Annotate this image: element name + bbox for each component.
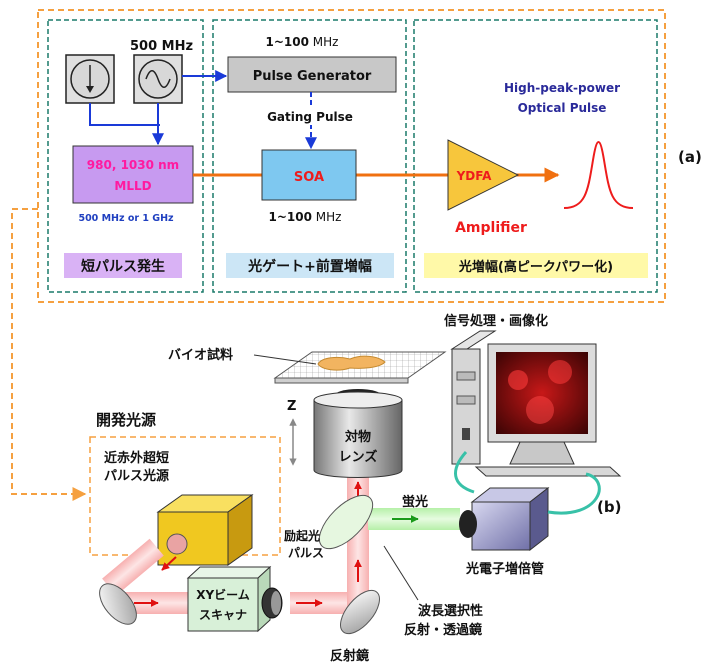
objective-line2: レンズ <box>339 449 378 465</box>
panel-a: 500 MHz 980, 1030 nm MLLD 500 MHz or 1 G… <box>37 9 702 303</box>
dichroic-line1: 波長選択性 <box>418 603 483 619</box>
section3-label-box <box>424 253 648 278</box>
mlld-rate: 500 MHz or 1 GHz <box>78 213 174 224</box>
beam-arrow-1 <box>161 556 177 571</box>
laser-source-icon <box>156 494 254 566</box>
pg-range: 1~100 MHz <box>266 35 339 49</box>
fluorescence-label: 蛍光 <box>402 494 428 510</box>
dc-source-icon <box>65 54 115 104</box>
section3-label: 光増幅(高ピークパワー化) <box>458 259 613 275</box>
excitation-line1: 励起光 <box>284 528 320 543</box>
dichroic-line2: 反射・透過鏡 <box>404 622 482 638</box>
source-label-line2: パルス光源 <box>104 468 169 484</box>
sample-leader <box>253 354 317 365</box>
panel-b: 開発光源 近赤外超短 パルス光源 <box>89 313 622 664</box>
xy-scanner-icon <box>186 565 283 633</box>
gaussian-pulse-icon <box>563 141 634 209</box>
computer-icon <box>450 330 622 477</box>
amplifier-label: Amplifier <box>455 220 527 236</box>
panel-a-label: (a) <box>678 148 702 166</box>
mlld-label: MLLD <box>114 179 151 193</box>
pmt-label: 光電子増倍管 <box>465 561 544 577</box>
cable-pmt-computer-2 <box>547 472 601 515</box>
soa-label: SOA <box>294 170 324 185</box>
sample-stage <box>273 351 447 384</box>
mlld-box <box>72 145 194 204</box>
cable-pmt-computer <box>454 451 475 494</box>
link-dashed-arrow <box>11 208 87 501</box>
photomultiplier-icon <box>459 486 550 552</box>
mirror-icon <box>99 583 137 625</box>
beam-source-to-mirror <box>102 538 164 596</box>
dev-source-title: 開発光源 <box>96 411 156 429</box>
sample-label: バイオ試料 <box>168 347 233 363</box>
dichroic-leader <box>383 545 419 601</box>
section-box-1 <box>47 19 204 293</box>
excitation-line2: パルス <box>288 546 324 560</box>
panel-b-label: (b) <box>597 498 621 516</box>
section2-label: 光ゲート+前置増幅 <box>247 258 372 275</box>
source-frequency-label: 500 MHz <box>130 39 193 54</box>
scanner-line2: スキャナ <box>199 608 247 622</box>
section1-label-box <box>64 253 182 278</box>
sine-source-icon <box>133 54 183 104</box>
pulse-generator-box <box>227 56 397 93</box>
soa-range: 1~100 MHz <box>269 210 342 224</box>
scanner-line1: XYビーム <box>196 587 250 602</box>
signal-processing-label: 信号処理・画像化 <box>444 313 548 329</box>
mirror-icon <box>340 589 380 635</box>
ydfa-label: YDFA <box>456 169 492 183</box>
mirror-label: 反射鏡 <box>330 648 369 664</box>
source-label-line1: 近赤外超短 <box>104 450 169 466</box>
objective-lens-icon <box>313 389 403 478</box>
gating-label-bg <box>250 107 370 125</box>
dichroic-mirror-icon <box>318 494 374 550</box>
z-axis-label: Z <box>287 399 296 414</box>
mlld-wavelength: 980, 1030 nm <box>87 158 179 172</box>
section1-label: 短パルス発生 <box>81 258 165 275</box>
objective-line1: 対物 <box>344 429 371 445</box>
section-box-3 <box>413 19 658 293</box>
pulse-generator-label: Pulse Generator <box>253 69 372 84</box>
section2-label-box <box>226 253 394 278</box>
gating-pulse-label: Gating Pulse <box>267 110 353 124</box>
outer-dashed-frame <box>37 9 666 303</box>
high-peak-power-line1: High-peak-power <box>504 81 620 95</box>
section-box-2 <box>212 19 407 293</box>
high-peak-power-line2: Optical Pulse <box>518 101 607 115</box>
soa-box <box>261 149 357 201</box>
ydfa-amplifier-icon <box>447 139 520 211</box>
